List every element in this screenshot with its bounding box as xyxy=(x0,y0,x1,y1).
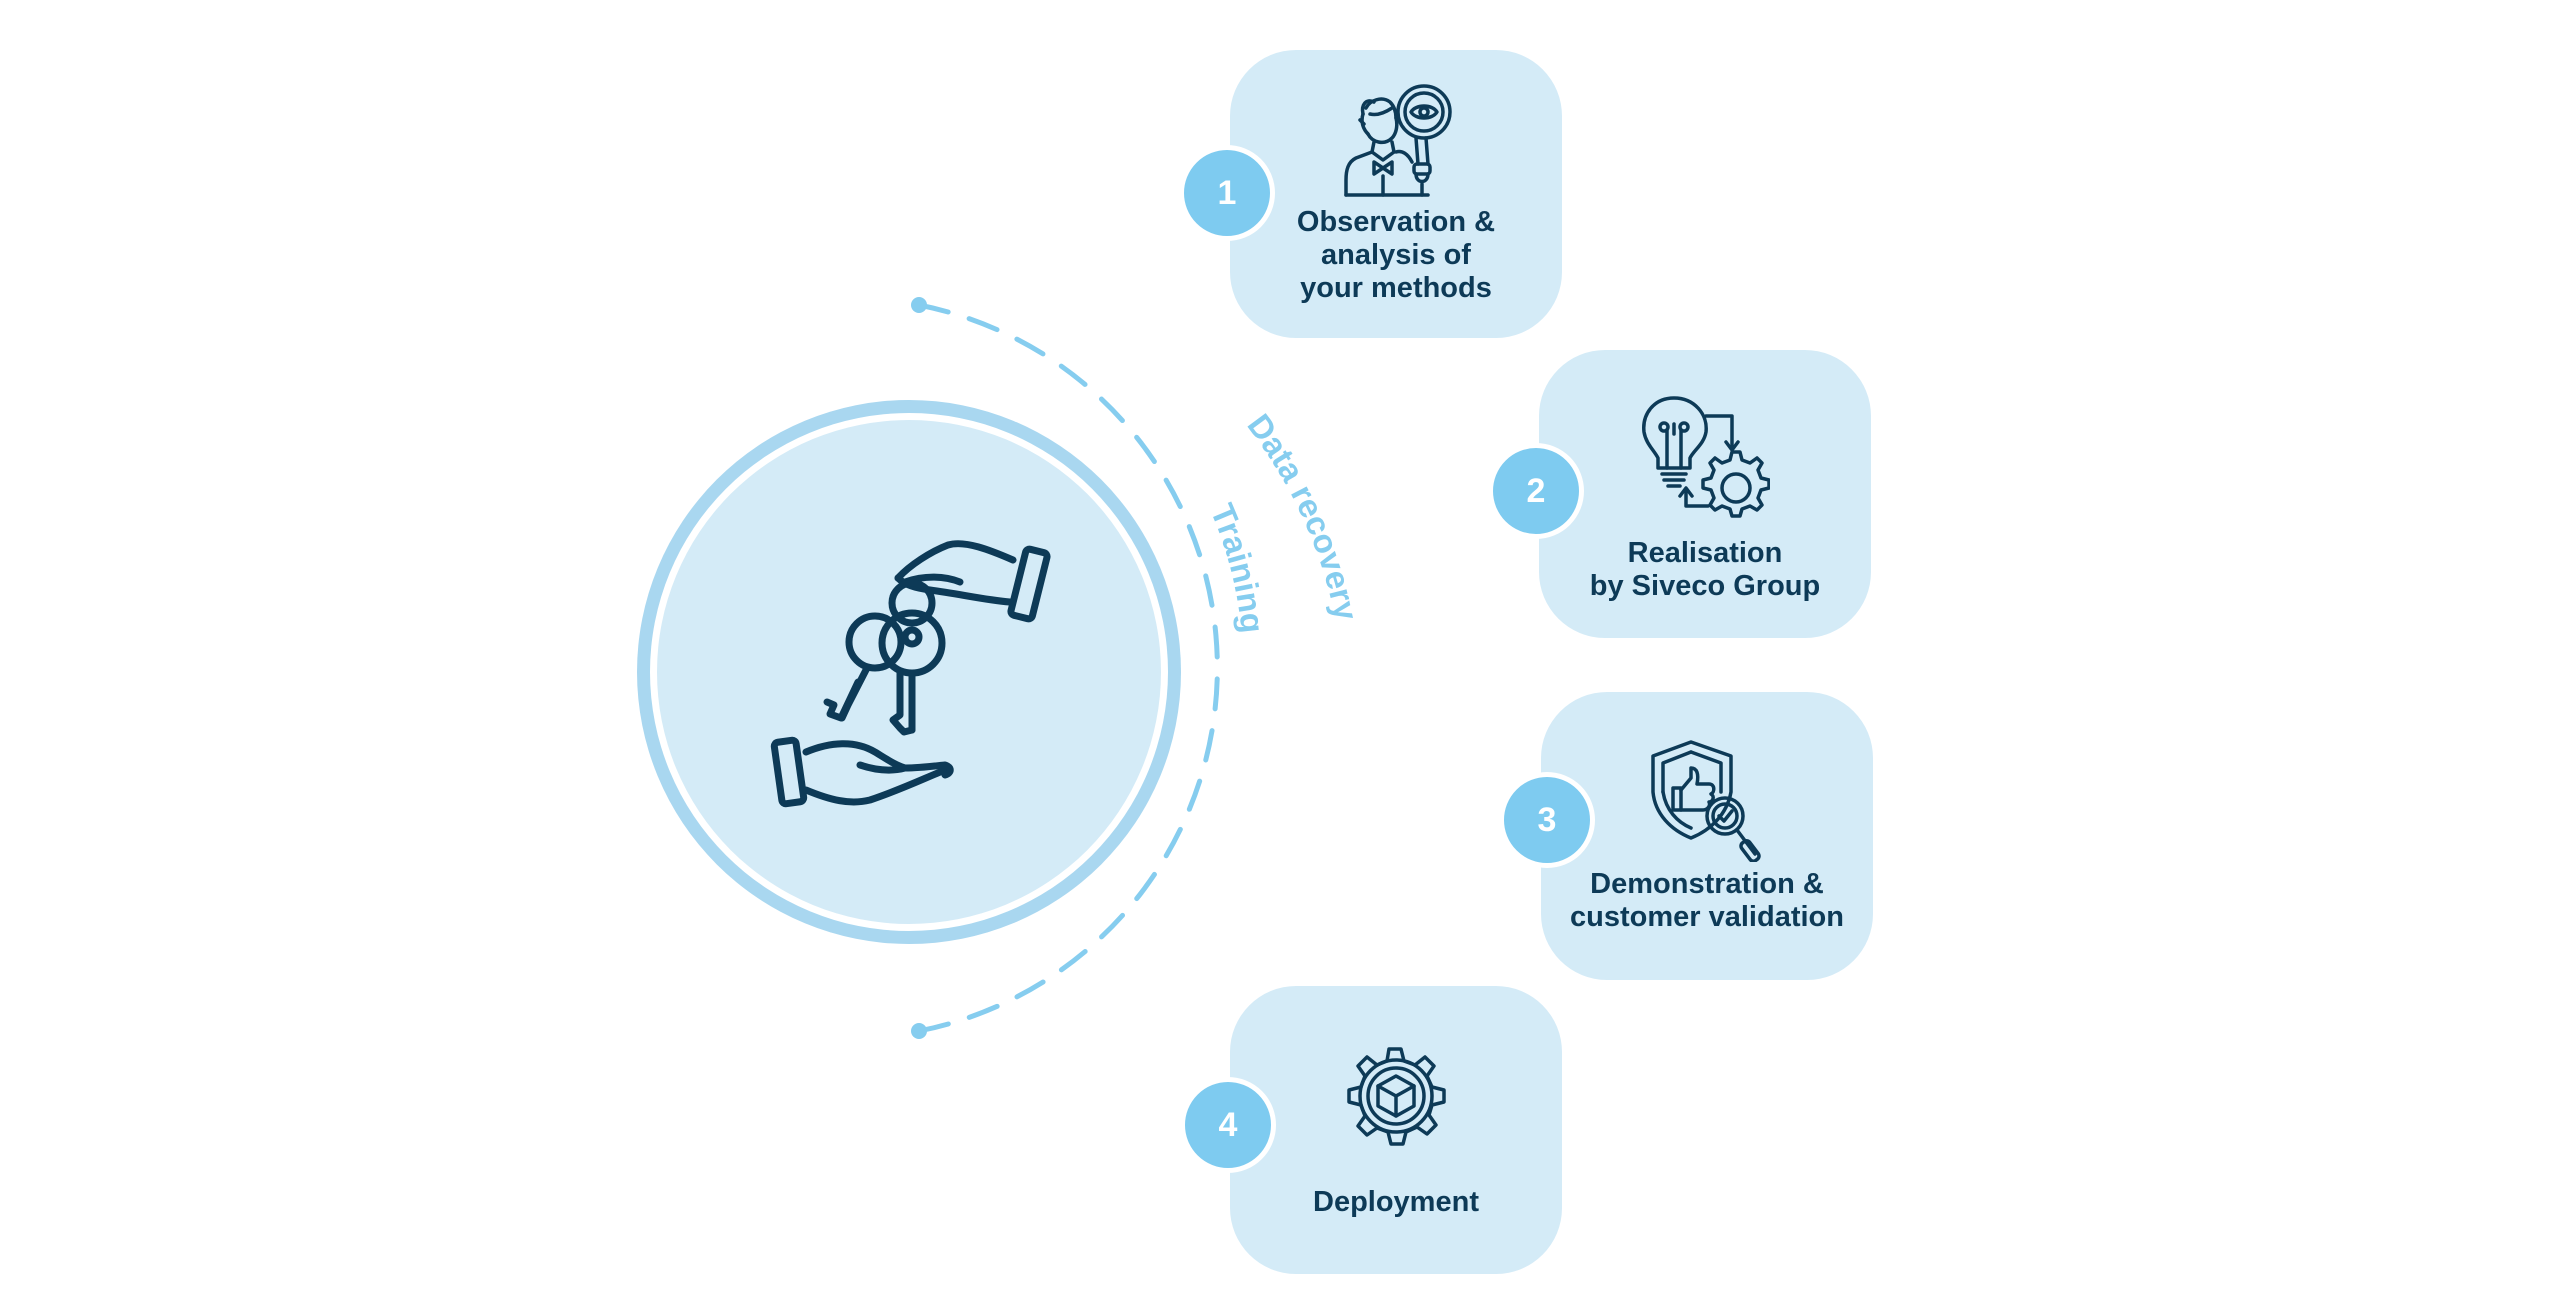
shield-thumbs-up-check-icon xyxy=(1649,738,1765,867)
step-badge-3: 3 xyxy=(1499,772,1595,868)
step-badge-1: 1 xyxy=(1179,145,1275,241)
step-card-3: Demonstration & customer validation xyxy=(1541,692,1873,980)
arc-start-dot xyxy=(911,297,927,313)
step-card-2: Realisation by Siveco Group xyxy=(1539,350,1871,638)
step-label-1: Observation & analysis of your methods xyxy=(1296,206,1496,304)
lightbulb-gear-cycle-icon xyxy=(1640,394,1771,523)
arc-end-dot xyxy=(911,1023,927,1039)
dashed-arc xyxy=(916,302,1220,1034)
person-magnifier-eye-icon xyxy=(1336,80,1456,203)
hands-keys-handover-icon xyxy=(770,540,1051,808)
step-card-1: Observation & analysis of your methods xyxy=(1230,50,1562,338)
step-label-2: Realisation by Siveco Group xyxy=(1589,537,1821,602)
step-label-3: Demonstration & customer validation xyxy=(1570,868,1844,933)
step-badge-2: 2 xyxy=(1488,443,1584,539)
gear-box-icon xyxy=(1332,1032,1460,1165)
step-badge-4: 4 xyxy=(1180,1077,1276,1173)
step-card-4: Deployment xyxy=(1230,986,1562,1274)
arc-label-inner: Training xyxy=(1204,498,1272,634)
step-label-4: Deployment xyxy=(1313,1186,1479,1218)
